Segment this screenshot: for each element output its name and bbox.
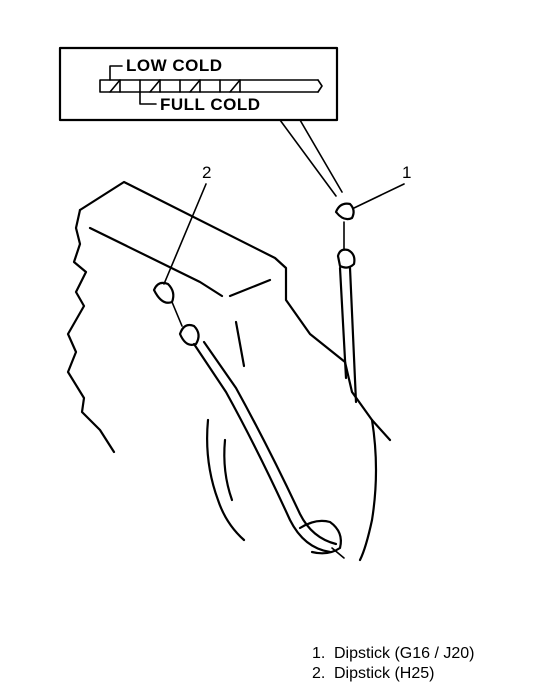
full-cold-label: FULL COLD [160, 95, 261, 114]
legend-item-2: 2. Dipstick (H25) [312, 664, 532, 684]
dipstick-1-tube [338, 266, 358, 404]
low-cold-bracket [109, 65, 123, 81]
dipstick-2 [152, 281, 342, 555]
legend-text: Dipstick (H25) [334, 665, 435, 682]
dipstick-1 [334, 202, 358, 404]
callout-2: 2 [202, 163, 211, 182]
gauge-blade [99, 79, 319, 93]
legend-number: 2. [312, 665, 326, 682]
legend-number: 1. [312, 645, 326, 662]
callout-2-leader [163, 183, 207, 285]
dipstick-1-handle [334, 202, 355, 221]
dipstick-2-cap [178, 323, 200, 346]
dipstick-2-handle [152, 281, 175, 304]
engine-outline [66, 180, 392, 562]
dipstick-1-cap [336, 248, 356, 269]
gauge-blade-end [317, 79, 323, 93]
gauge-inset: LOW COLD FULL COLD [58, 46, 339, 122]
gauge-inset-frame [58, 46, 339, 122]
legend-text: Dipstick (G16 / J20) [334, 645, 475, 662]
low-cold-label: LOW COLD [126, 56, 223, 75]
inset-leader-lines [279, 119, 343, 197]
full-cold-bracket [139, 91, 157, 105]
callout-1: 1 [402, 163, 411, 182]
legend-item-1: 1. Dipstick (G16 / J20) [312, 644, 532, 664]
callout-1-leader [353, 183, 405, 209]
gauge-hash-marks [119, 79, 241, 93]
legend: 1. Dipstick (G16 / J20) 2. Dipstick (H25… [312, 644, 532, 684]
dipstick-2-tube [192, 340, 338, 554]
gauge-crosshatch [109, 79, 241, 93]
